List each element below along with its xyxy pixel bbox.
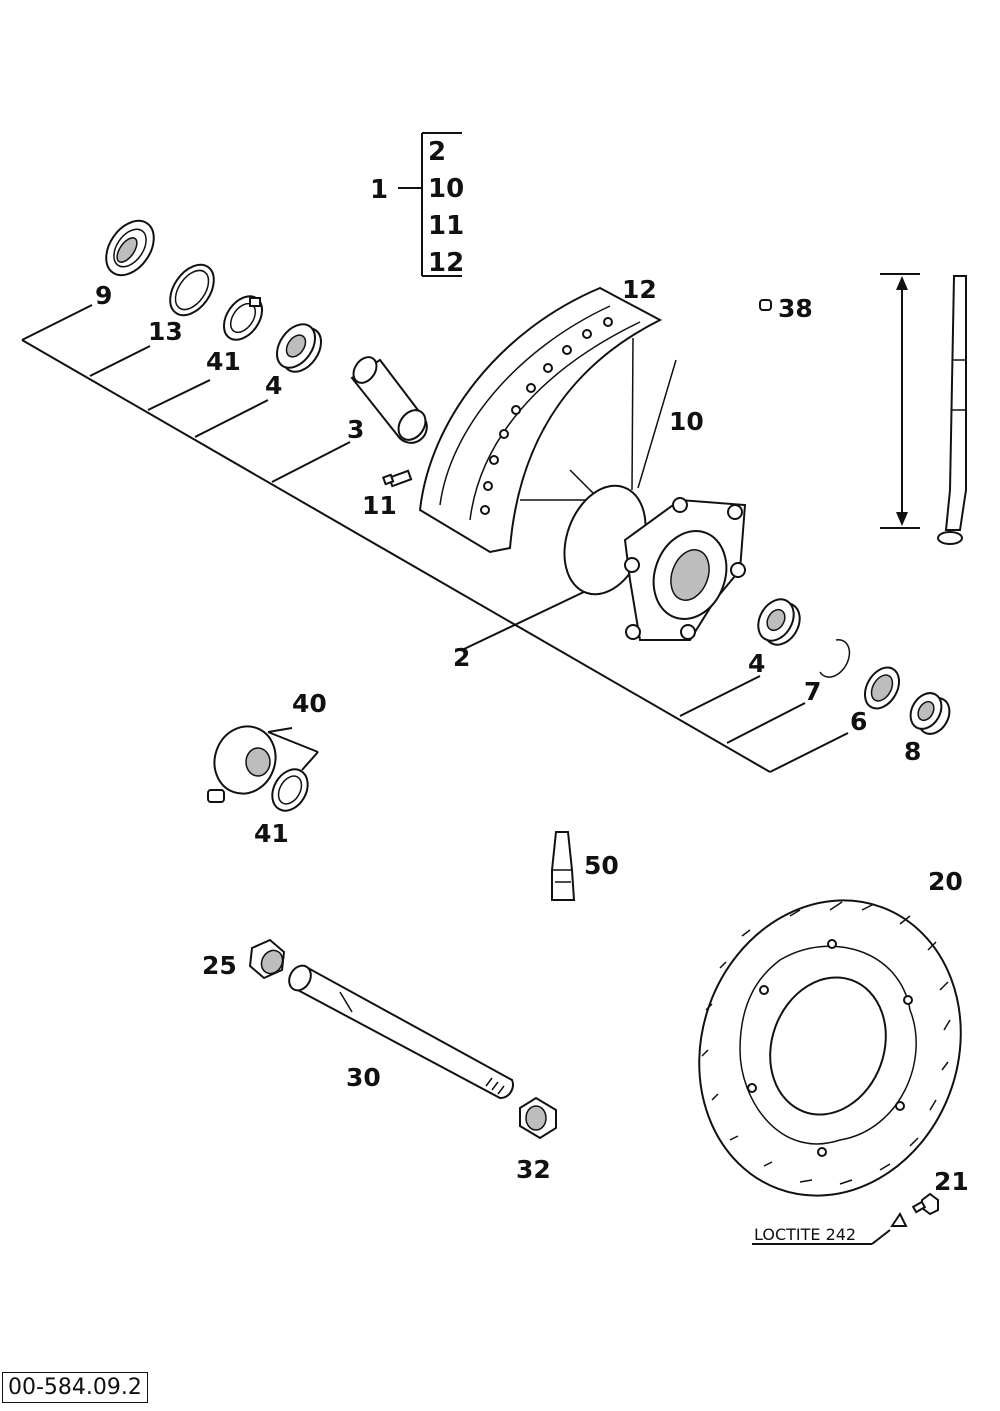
spoke-length-dimension <box>880 273 967 545</box>
callout-50: 50 <box>584 851 619 880</box>
spoke-nipple-part-11 <box>381 469 413 488</box>
speedometer-drive-part-40 <box>207 725 319 803</box>
group-child-12: 12 <box>428 248 464 278</box>
wheel-rim-part-12 <box>418 286 663 554</box>
group-parent-label: 1 <box>370 175 388 205</box>
group-child-11: 11 <box>428 211 464 241</box>
spacer-part-8 <box>909 692 951 735</box>
seal-part-6 <box>863 666 901 710</box>
bearing-part-4-left <box>275 323 323 373</box>
callout-41-lower: 41 <box>254 819 289 848</box>
tab-washer-part-41 <box>222 295 264 341</box>
axle-nut-part-25 <box>248 938 286 980</box>
axle-part-30 <box>288 964 515 1100</box>
callout-6: 6 <box>850 707 867 736</box>
callout-11: 11 <box>362 491 397 520</box>
wheel-hub-part-2 <box>563 484 747 641</box>
callout-10: 10 <box>669 407 704 436</box>
callout-3: 3 <box>347 415 364 444</box>
callout-8: 8 <box>904 737 921 766</box>
callout-30: 30 <box>346 1063 381 1092</box>
callout-41: 41 <box>206 347 241 376</box>
callout-20: 20 <box>928 867 963 896</box>
callout-7: 7 <box>804 677 821 706</box>
loctite-note: LOCTITE 242 <box>754 1225 856 1244</box>
tab-washer-part-41-lower <box>271 768 309 812</box>
callout-25: 25 <box>202 951 237 980</box>
valve-cap-part-38 <box>759 299 772 311</box>
brake-disc-part-20 <box>698 899 962 1197</box>
callout-13: 13 <box>148 317 183 346</box>
callout-32: 32 <box>516 1155 551 1184</box>
seal-ring-part-9 <box>105 219 155 277</box>
ring-part-13 <box>169 263 215 317</box>
disc-bolt-part-21 <box>752 1192 939 1245</box>
callout-12: 12 <box>622 275 657 304</box>
callout-9: 9 <box>95 281 112 310</box>
spacer-tube-part-3 <box>350 356 428 444</box>
group-child-2: 2 <box>428 137 446 167</box>
callout-21: 21 <box>934 1167 969 1196</box>
callout-38: 38 <box>778 294 813 323</box>
axle-nut-part-32 <box>519 1096 557 1140</box>
assembly-group-bracket: 1 2 10 11 12 <box>370 132 464 278</box>
group-child-10: 10 <box>428 174 464 204</box>
grease-tube-part-50 <box>551 831 576 901</box>
circlip-part-7 <box>819 639 851 678</box>
callout-4: 4 <box>265 371 282 400</box>
callout-40: 40 <box>292 689 327 718</box>
bearing-part-4-right <box>757 598 801 646</box>
assembly-axis-line <box>21 304 849 773</box>
callout-4-right: 4 <box>748 649 765 678</box>
drawing-number: 00-584.09.2 <box>2 1372 148 1403</box>
callout-2: 2 <box>453 643 470 672</box>
